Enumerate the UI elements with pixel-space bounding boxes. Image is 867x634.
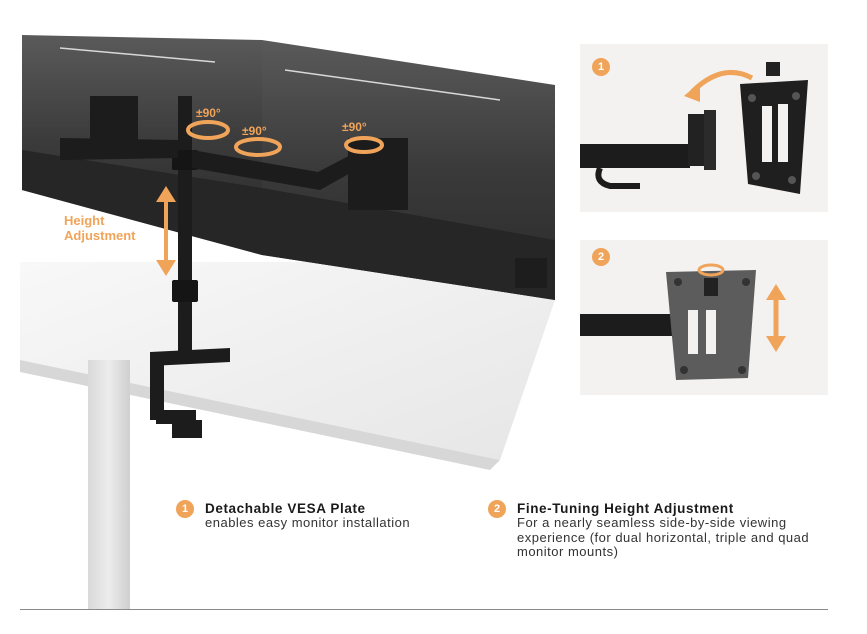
height-tuning-illustration (580, 263, 786, 380)
mount-arms (60, 118, 382, 190)
feature-badge-1: 1 (176, 500, 194, 518)
feature-description: For a nearly seamless side-by-side viewi… (517, 515, 810, 559)
vesa-detach-illustration (580, 62, 808, 194)
feature-title: Detachable VESA Plate (205, 501, 366, 516)
desk-top (20, 262, 555, 460)
rotation-arrows (186, 120, 384, 157)
feature-badge-2: 2 (488, 500, 506, 518)
height-arrow (156, 186, 176, 276)
feature-description: enables easy monitor installation (205, 515, 411, 530)
bottom-divider (20, 609, 828, 610)
height-adjustment-label: Height Adjustment (64, 213, 136, 243)
panel-badge-2: 2 (592, 248, 610, 266)
rotation-label-middle: ±90° (242, 124, 267, 138)
desk-clamp (150, 348, 230, 438)
detail-panel-height-tuning: 2 (580, 240, 828, 395)
rotation-label-left: ±90° (196, 106, 221, 120)
feature-title: Fine-Tuning Height Adjustment (517, 501, 734, 516)
desk-edge (20, 360, 500, 470)
desk-leg (88, 360, 130, 610)
detail-panel-vesa-plate: 1 (580, 44, 828, 212)
rotation-label-right: ±90° (342, 120, 367, 134)
panel-badge-1: 1 (592, 58, 610, 76)
